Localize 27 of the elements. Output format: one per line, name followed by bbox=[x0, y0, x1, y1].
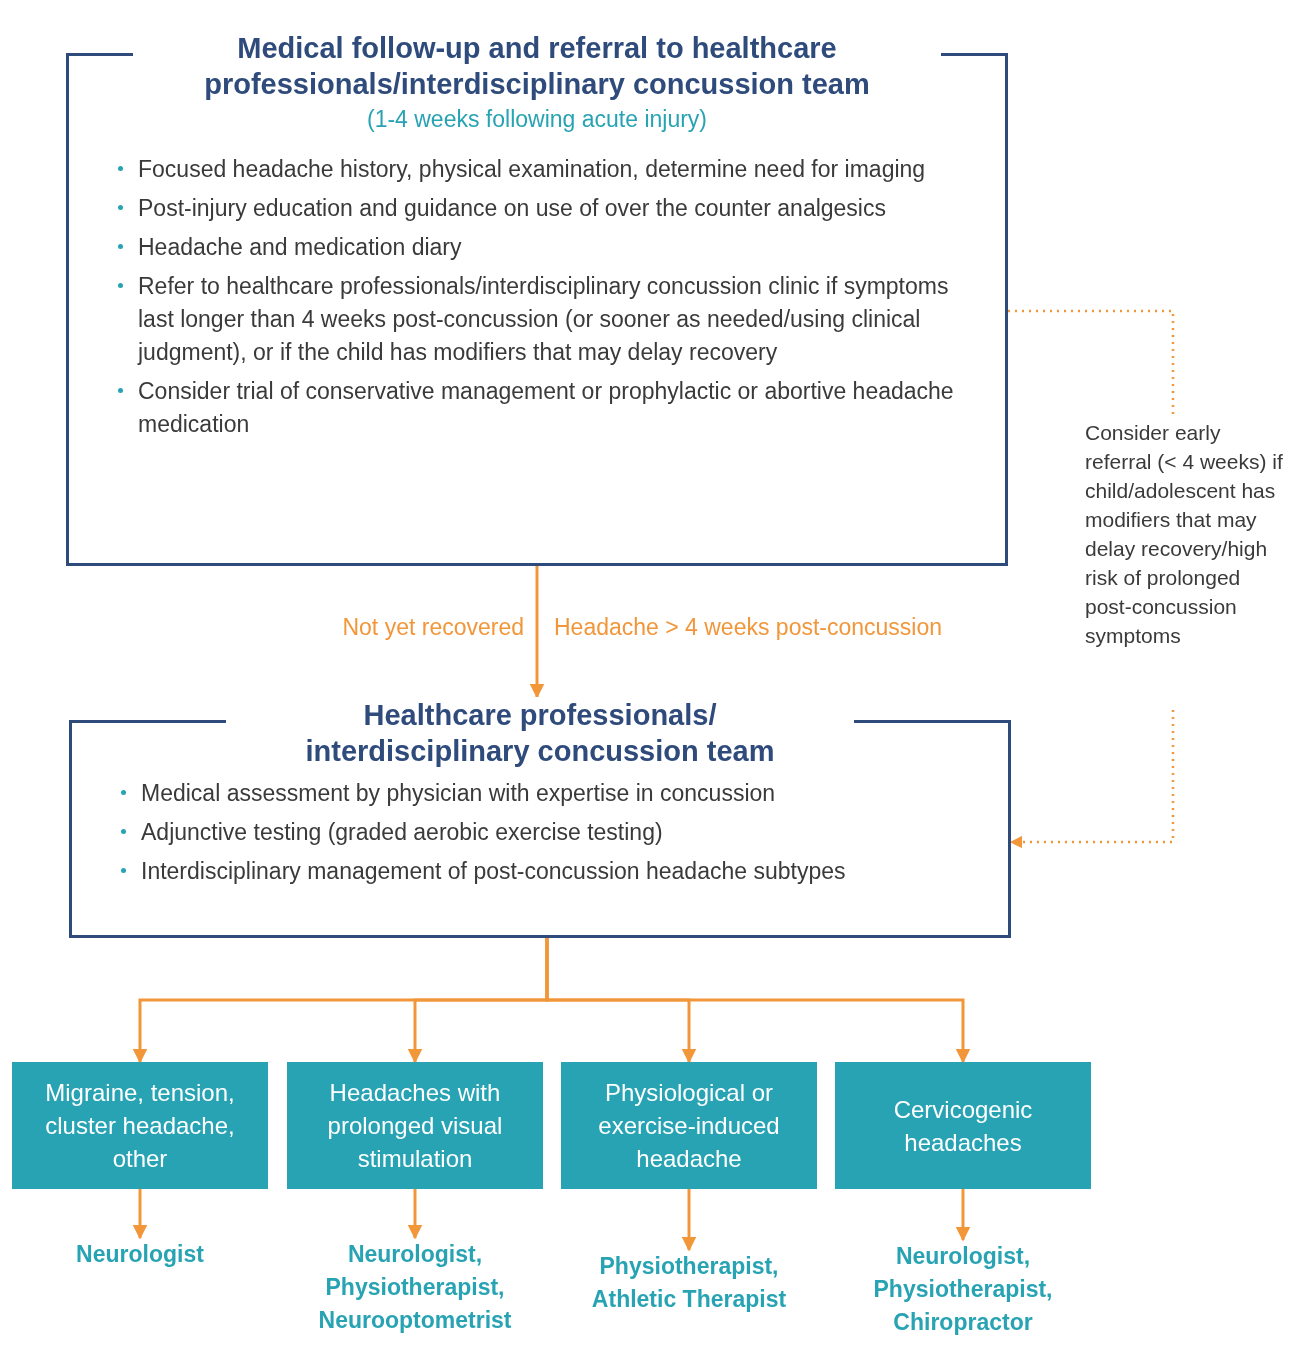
arrow bbox=[407, 1189, 423, 1240]
specialist-text: Neurologist, Physiotherapist, Neurooptometrist bbox=[317, 1240, 513, 1335]
panel-heading: Healthcare professionals/ interdisciplinary concussion team bbox=[226, 697, 854, 769]
category-box: Cervicogenic headaches bbox=[835, 1062, 1091, 1189]
arrow bbox=[529, 566, 545, 699]
bullet-item: Interdisciplinary management of post-concussion headache subtypes bbox=[119, 855, 971, 888]
category-box: Migraine, tension, cluster headache, other bbox=[12, 1062, 268, 1189]
dotted-arrow bbox=[1009, 710, 1175, 849]
arrow bbox=[681, 1189, 697, 1252]
arrow bbox=[545, 938, 971, 1064]
bullet-item: Post-injury education and guidance on use of over the counter analgesics bbox=[116, 192, 968, 225]
note-text: Consider early referral (< 4 weeks) if child/adolescent has modifiers that may delay recovery/high risk of prolonged post-concussion symptoms bbox=[1085, 420, 1284, 649]
panel-box bbox=[69, 697, 1011, 938]
bullet-item: Focused headache history, physical examination, determine need for imaging bbox=[116, 153, 968, 186]
timeframe-subtitle: (1-4 weeks following acute injury) bbox=[366, 106, 707, 133]
specialist-text: Physiotherapist, Athletic Therapist bbox=[590, 1252, 788, 1314]
bullet-item: Consider trial of conservative management or prophylactic or abortive headache medication bbox=[116, 375, 968, 441]
bullet-item: Adjunctive testing (graded aerobic exercise testing) bbox=[119, 816, 971, 849]
bullet-item: Medical assessment by physician with expertise in concussion bbox=[119, 777, 971, 810]
bullet-item: Headache and medication diary bbox=[116, 231, 968, 264]
category-box: Physiological or exercise-induced headache bbox=[561, 1062, 817, 1189]
arrow bbox=[955, 1189, 971, 1242]
specialist-text: Neurologist, Physiotherapist, Chiropractor bbox=[872, 1242, 1054, 1337]
specialist-text: Neurologist bbox=[75, 1240, 205, 1269]
arrow bbox=[132, 1189, 148, 1240]
category-box: Headaches with prolonged visual stimulation bbox=[287, 1062, 543, 1189]
bullet-item: Refer to healthcare professionals/interdisciplinary concussion clinic if symptoms last longer than 4 weeks post-concussion (or sooner as needed/using clinical judgment), or if the child has modifiers that may delay recovery bbox=[116, 270, 968, 369]
